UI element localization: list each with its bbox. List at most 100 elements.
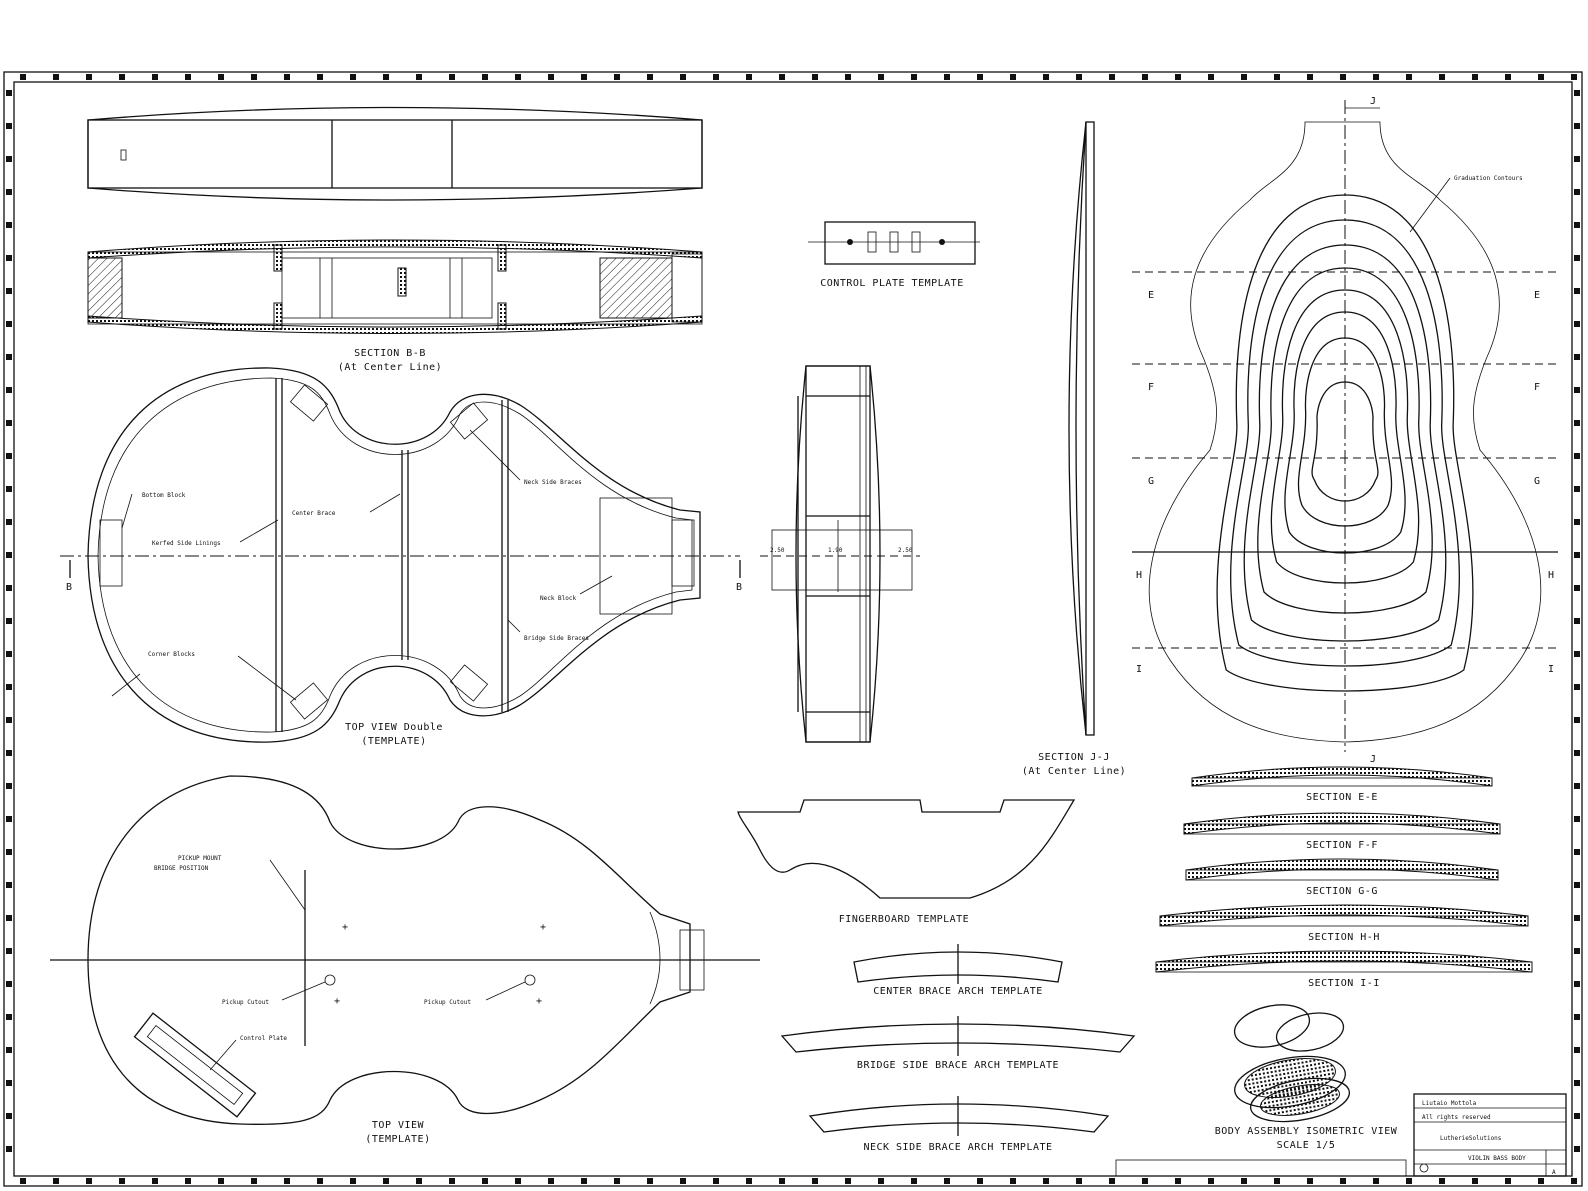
border-tick [581, 1178, 587, 1184]
callout-pickup-2: Pickup Cutout [424, 999, 471, 1006]
border-tick [119, 1178, 125, 1184]
callout-center-brace: Center Brace [292, 510, 336, 517]
border-tick [713, 74, 719, 80]
border-tick [1010, 74, 1016, 80]
border-tick [1109, 1178, 1115, 1184]
section-j-j: SECTION J-J (At Center Line) [1022, 121, 1126, 777]
border-tick [6, 981, 12, 987]
border-tick [218, 1178, 224, 1184]
border-tick [1574, 321, 1580, 327]
border-tick [1175, 1178, 1181, 1184]
callout-graduation: Graduation Contours [1454, 175, 1523, 182]
marker-f-left: F [1148, 382, 1155, 393]
callout-corner-blocks: Corner Blocks [148, 651, 195, 658]
border-tick [581, 74, 587, 80]
callout-pickup-mount: PICKUP MOUNT [178, 855, 222, 862]
graduation-contour-line [1230, 219, 1460, 667]
drawing-border [3, 71, 1583, 1187]
border-tick [1241, 74, 1247, 80]
border-tick [53, 1178, 59, 1184]
isometric-assembly: BODY ASSEMBLY ISOMETRIC VIEW SCALE 1/5 [1215, 1004, 1397, 1151]
border-tick [812, 74, 818, 80]
border-tick [6, 519, 12, 525]
border-tick [647, 74, 653, 80]
section-b-b-subtitle: (At Center Line) [338, 362, 442, 373]
border-tick [1574, 453, 1580, 459]
border-tick [1574, 1080, 1580, 1086]
border-tick [1208, 74, 1214, 80]
border-tick [20, 1178, 26, 1184]
border-tick [86, 74, 92, 80]
marker-b-right: B [736, 582, 743, 593]
border-tick [1274, 1178, 1280, 1184]
border-tick [416, 1178, 422, 1184]
graduation-contour-line [1243, 244, 1447, 642]
top-view-double-subtitle: (TEMPLATE) [361, 736, 426, 747]
bridge-brace-title: BRIDGE SIDE BRACE ARCH TEMPLATE [857, 1060, 1059, 1071]
border-tick [1307, 74, 1313, 80]
callout-upper-braces: Neck Side Braces [524, 479, 582, 486]
border-tick [911, 1178, 917, 1184]
callout-bottom-block: Bottom Block [142, 492, 186, 499]
fingerboard-template: FINGERBOARD TEMPLATE [737, 799, 1076, 925]
border-tick [1406, 74, 1412, 80]
section-strip-title: SECTION I-I [1308, 978, 1380, 989]
border-tick [218, 74, 224, 80]
border-tick [1574, 420, 1580, 426]
callout-bridge-pos: BRIDGE POSITION [154, 865, 209, 872]
title-block: Liutaio Mottola All rights reserved Luth… [1115, 1093, 1567, 1177]
control-plate-template: CONTROL PLATE TEMPLATE [808, 221, 980, 289]
border-tick [1574, 90, 1580, 96]
border-tick [1574, 915, 1580, 921]
border-tick [6, 717, 12, 723]
border-tick [6, 1014, 12, 1020]
end-section-view: 2.50 1.90 2.50 [760, 365, 920, 743]
border-tick [6, 453, 12, 459]
border-tick [1574, 684, 1580, 690]
section-strip-outline [1185, 869, 1499, 881]
border-tick [614, 1178, 620, 1184]
callout-top-braces: Bridge Side Braces [524, 635, 589, 642]
side-view [87, 106, 703, 201]
border-tick [86, 1178, 92, 1184]
border-tick [1574, 387, 1580, 393]
border-tick [779, 74, 785, 80]
border-tick [6, 1113, 12, 1119]
border-tick [284, 1178, 290, 1184]
border-tick [6, 1047, 12, 1053]
border-tick [482, 74, 488, 80]
section-b-b-title: SECTION B-B [354, 348, 426, 359]
callout-control-hole: Control Plate [240, 1035, 287, 1042]
border-tick [1406, 1178, 1412, 1184]
border-tick [746, 74, 752, 80]
border-tick [614, 74, 620, 80]
section-strip [1155, 950, 1533, 973]
border-tick [6, 552, 12, 558]
border-tick [1538, 1178, 1544, 1184]
border-tick [20, 74, 26, 80]
border-tick [6, 90, 12, 96]
mark-1: + [342, 922, 349, 933]
border-tick [119, 74, 125, 80]
border-tick [152, 74, 158, 80]
border-tick [1574, 651, 1580, 657]
border-tick [1574, 882, 1580, 888]
marker-f-right: F [1534, 382, 1541, 393]
bridge-brace-template: BRIDGE SIDE BRACE ARCH TEMPLATE [780, 1016, 1136, 1071]
border-tick [1307, 1178, 1313, 1184]
marker-h-right: H [1548, 570, 1555, 581]
callout-neck-block: Neck Block [540, 595, 577, 602]
section-strip-outline [1155, 961, 1533, 973]
title-block-company: LutherieSolutions [1440, 1135, 1502, 1142]
border-tick [6, 849, 12, 855]
border-tick [1472, 74, 1478, 80]
border-tick [1574, 750, 1580, 756]
section-j-j-subtitle: (At Center Line) [1022, 766, 1126, 777]
border-tick [284, 74, 290, 80]
border-tick [6, 387, 12, 393]
section-strip-outline [1159, 915, 1529, 927]
mark-4: + [536, 996, 543, 1007]
border-tick-marks [6, 74, 1580, 1184]
border-tick [185, 1178, 191, 1184]
